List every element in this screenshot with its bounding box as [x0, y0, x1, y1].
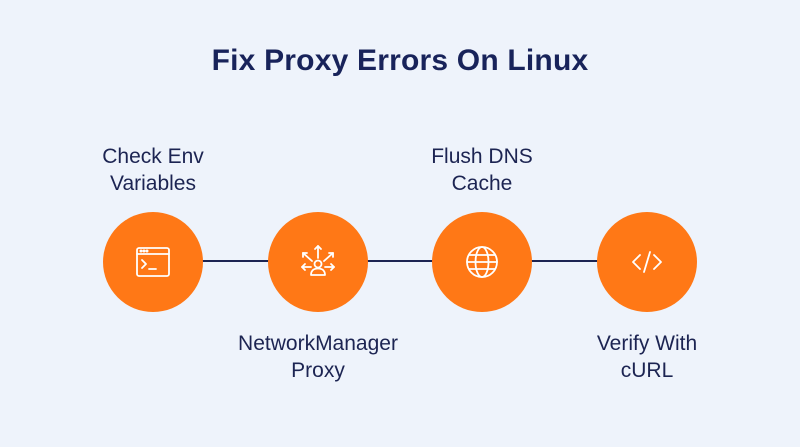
step-label-check-env: Check Env Variables	[43, 143, 263, 197]
step-label-line: Cache	[451, 172, 513, 195]
step-label-verify-curl: Verify With cURL	[537, 330, 757, 384]
step-label-line: Flush DNS	[431, 145, 533, 168]
step-circle-verify-curl	[597, 212, 697, 312]
step-label-line: Variables	[110, 172, 196, 195]
globe-icon	[466, 246, 498, 278]
terminal-window-icon	[136, 247, 170, 277]
step-label-line: Proxy	[291, 359, 345, 382]
step-label-flush-dns: Flush DNS Cache	[372, 143, 592, 197]
page-title: Fix Proxy Errors On Linux	[211, 44, 589, 77]
step-label-line: NetworkManager	[238, 332, 398, 355]
step-circle-flush-dns	[432, 212, 532, 312]
user-network-arrows-icon	[301, 245, 335, 276]
code-brackets-icon	[632, 251, 662, 273]
step-label-line: Verify With	[596, 332, 698, 355]
step-circle-check-env	[103, 212, 203, 312]
step-circle-networkmanager	[268, 212, 368, 312]
timeline-connector	[150, 260, 650, 262]
step-label-networkmanager: NetworkManager Proxy	[208, 330, 428, 384]
step-label-line: Check Env	[102, 145, 204, 168]
step-label-line: cURL	[620, 359, 674, 382]
